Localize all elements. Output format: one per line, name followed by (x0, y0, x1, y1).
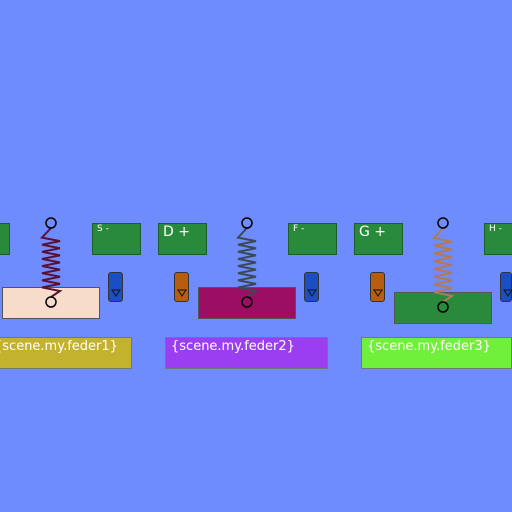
caption-feder2-text: {scene.my.feder2} (171, 339, 295, 354)
edge-button-left[interactable] (0, 223, 10, 255)
d-plus-label: D + (163, 224, 190, 240)
anchor-top-3 (437, 217, 449, 229)
anchor-top-2 (241, 217, 253, 229)
mass-block-2[interactable] (198, 287, 296, 319)
blue-knob-1[interactable] (108, 272, 123, 302)
triangle-down-icon (177, 289, 187, 297)
orange-knob-1[interactable] (174, 272, 189, 302)
triangle-down-icon (373, 289, 383, 297)
anchor-bottom-1 (45, 296, 57, 308)
caption-feder1: {scene.my.feder1} (0, 337, 132, 369)
spring-3 (432, 217, 455, 313)
mass-block-1[interactable] (2, 287, 100, 319)
g-plus-button[interactable]: G + (354, 223, 403, 255)
triangle-down-icon (503, 289, 512, 297)
s-minus-label: S - (97, 224, 109, 234)
blue-knob-2[interactable] (304, 272, 319, 302)
anchor-top-1 (45, 217, 57, 229)
caption-feder3: {scene.my.feder3} (361, 337, 512, 369)
s-minus-button[interactable]: S - (92, 223, 141, 255)
anchor-bottom-2 (241, 296, 253, 308)
caption-feder2: {scene.my.feder2} (165, 337, 328, 369)
triangle-down-icon (111, 289, 121, 297)
h-minus-button[interactable]: H - (484, 223, 512, 255)
spring-2 (236, 217, 259, 308)
caption-feder1-text: {scene.my.feder1} (0, 339, 118, 354)
d-plus-button[interactable]: D + (158, 223, 207, 255)
f-minus-label: F - (293, 224, 305, 234)
f-minus-button[interactable]: F - (288, 223, 337, 255)
mass-block-3[interactable] (394, 292, 492, 324)
triangle-down-icon (307, 289, 317, 297)
g-plus-label: G + (359, 224, 387, 240)
spring-1 (40, 217, 63, 308)
caption-feder3-text: {scene.my.feder3} (367, 339, 491, 354)
anchor-bottom-3 (437, 301, 449, 313)
h-minus-label: H - (489, 224, 502, 234)
orange-knob-2[interactable] (370, 272, 385, 302)
